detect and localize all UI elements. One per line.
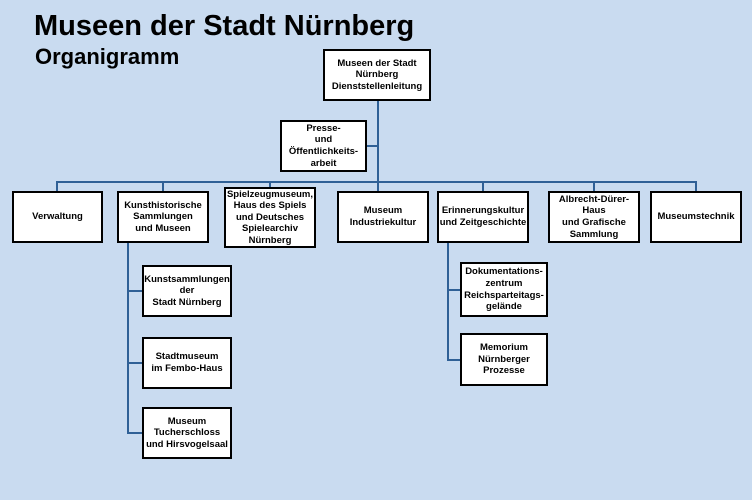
connector-stub-dokuzentrum xyxy=(447,289,460,291)
org-node-label: Presse- und Öffentlichkeits- arbeit xyxy=(288,122,359,169)
org-node-kunsthistorische-sammlungen: Kunsthistorische Sammlungen und Museen xyxy=(117,191,209,243)
org-node-label: Museen der Stadt Nürnberg Dienststellenl… xyxy=(331,57,423,92)
org-node-label: Erinnerungskultur und Zeitgeschichte xyxy=(439,205,527,228)
org-node-museumstechnik: Museumstechnik xyxy=(650,191,742,243)
org-node-label: Kunstsammlungen der Stadt Nürnberg xyxy=(144,273,230,308)
org-node-verwaltung: Verwaltung xyxy=(12,191,103,243)
org-node-stadtmuseum-fembo-haus: Stadtmuseum im Fembo-Haus xyxy=(142,337,232,389)
connector-stub-kunstsammlungen xyxy=(127,290,142,292)
connector-stub-albrecht-duerer xyxy=(593,181,595,193)
connector-stub-erinnerungskultur xyxy=(482,181,484,193)
org-node-label: Memorium Nürnberger Prozesse xyxy=(478,342,530,377)
org-node-albrecht-duerer-haus: Albrecht-Dürer- Haus und Grafische Samml… xyxy=(548,191,640,243)
org-node-museum-industriekultur: Museum Industriekultur xyxy=(337,191,429,243)
connector-stub-museumstechnik xyxy=(695,181,697,193)
connector-stub-memorium xyxy=(447,359,460,361)
connector-kunsthistorische-vertical xyxy=(127,243,129,434)
org-node-label: Dokumentations- zentrum Reichsparteitags… xyxy=(464,266,544,313)
org-node-label: Verwaltung xyxy=(32,211,83,223)
page-title: Museen der Stadt Nürnberg xyxy=(34,10,415,42)
org-node-label: Stadtmuseum im Fembo-Haus xyxy=(151,351,223,374)
org-node-dienststellenleitung: Museen der Stadt Nürnberg Dienststellenl… xyxy=(323,49,431,101)
org-node-label: Kunsthistorische Sammlungen und Museen xyxy=(124,199,202,234)
connector-erinnerungskultur-vertical xyxy=(447,243,449,361)
org-node-label: Museum Tucherschloss und Hirsvogelsaal xyxy=(146,415,228,450)
org-node-erinnerungskultur: Erinnerungskultur und Zeitgeschichte xyxy=(437,191,529,243)
connector-stub-kunsthistorische xyxy=(162,181,164,193)
connector-presse-stub xyxy=(366,145,379,147)
org-node-museum-tucherschloss: Museum Tucherschloss und Hirsvogelsaal xyxy=(142,407,232,459)
connector-root-vertical xyxy=(377,101,379,193)
org-node-label: Museum Industriekultur xyxy=(349,205,417,228)
org-node-label: Albrecht-Dürer- Haus und Grafische Samml… xyxy=(558,193,630,240)
connector-stub-stadtmuseum xyxy=(127,362,142,364)
connector-stub-verwaltung xyxy=(56,181,58,193)
org-node-label: Spielzeugmuseum, Haus des Spiels und Deu… xyxy=(226,188,314,246)
connector-stub-tucherschloss xyxy=(127,432,142,434)
org-node-presse-oeffentlichkeitsarbeit: Presse- und Öffentlichkeits- arbeit xyxy=(280,120,367,172)
page-subtitle: Organigramm xyxy=(35,44,180,69)
connector-main-horizontal xyxy=(56,181,697,183)
org-node-kunstsammlungen: Kunstsammlungen der Stadt Nürnberg xyxy=(142,265,232,317)
org-node-label: Museumstechnik xyxy=(657,211,735,223)
connector-stub-spielzeugmuseum xyxy=(269,181,271,189)
org-node-spielzeugmuseum: Spielzeugmuseum, Haus des Spiels und Deu… xyxy=(224,187,316,248)
org-node-dokumentationszentrum: Dokumentations- zentrum Reichsparteitags… xyxy=(460,262,548,317)
org-node-memorium-nuernberger-prozesse: Memorium Nürnberger Prozesse xyxy=(460,333,548,386)
